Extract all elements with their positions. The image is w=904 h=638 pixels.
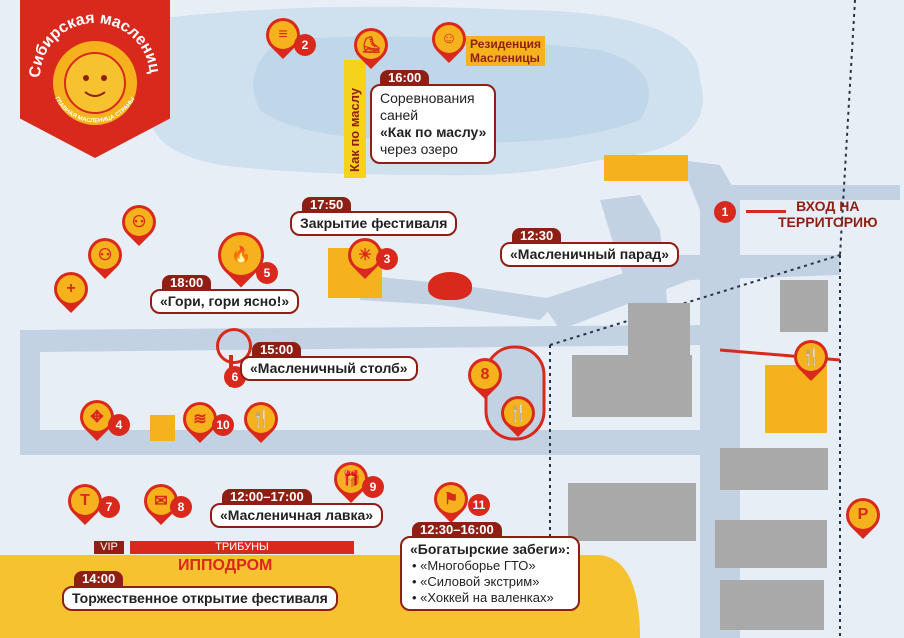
parade-time: 12:30	[512, 228, 562, 244]
lake-banner	[344, 60, 366, 178]
marker-number-7: 7	[98, 496, 120, 518]
races-item: «Хоккей на валенках»	[412, 590, 570, 606]
lake-banner-text: Как по маслу	[347, 87, 362, 172]
sled-race-line2: саней	[380, 107, 419, 123]
residence-line1: Резиденция	[470, 37, 542, 51]
marker-number-1[interactable]: 1	[714, 201, 736, 223]
logo-sun: Сибирская масленица ГЛАВНАЯ МАСЛЕНИЦА СТ…	[20, 8, 163, 125]
tribunes-stand: ТРИБУНЫ	[130, 541, 354, 554]
vip-stand: VIP	[94, 541, 124, 554]
residence-label: Резиденция Масленицы	[466, 36, 546, 66]
closing-label[interactable]: Закрытие фестиваля	[290, 211, 458, 236]
marker-6-pole-icon[interactable]	[216, 328, 252, 364]
residence-line2: Масленицы	[470, 51, 540, 65]
pole-time: 15:00	[252, 342, 302, 358]
marker-number-8: 8	[170, 496, 192, 518]
races-time: 12:30–16:00	[412, 522, 502, 538]
marker-number-5: 5	[256, 262, 278, 284]
marker-number-9: 9	[362, 476, 384, 498]
shop-label[interactable]: «Масленичная лавка»	[210, 503, 384, 528]
marker-number-10: 10	[212, 414, 234, 436]
entrance-label-line2: ТЕРРИТОРИЮ	[778, 214, 878, 230]
entrance-arrow-icon	[746, 210, 786, 213]
tribunes-bar: VIP ТРИБУНЫ	[0, 541, 354, 554]
sled-race-label[interactable]: Соревнования саней «Как по маслу» через …	[370, 84, 497, 164]
races-item: «Многоборье ГТО»	[412, 558, 570, 574]
bonfire-time: 18:00	[162, 275, 212, 291]
sled-race-line3: «Как по маслу»	[380, 124, 487, 140]
shop-time: 12:00–17:00	[222, 489, 312, 505]
closing-time: 17:50	[302, 197, 352, 213]
races-title: «Богатырские забеги»:	[410, 541, 571, 557]
marker-number-2: 2	[294, 34, 316, 56]
bonfire-label[interactable]: «Гори, гори ясно!»	[150, 289, 300, 314]
yellow-structures	[150, 155, 827, 441]
parade-label[interactable]: «Масленичный парад»	[500, 242, 680, 267]
entrance-label-line1: ВХОД НА	[796, 198, 860, 214]
pole-label[interactable]: «Масленичный столб»	[240, 356, 418, 381]
races-label[interactable]: «Богатырские забеги»: «Многоборье ГТО» «…	[400, 536, 581, 611]
marker-number-11: 11	[468, 494, 490, 516]
opening-label[interactable]: Торжественное открытие фестиваля	[62, 586, 338, 611]
railway	[549, 0, 856, 638]
races-item: «Силовой экстрим»	[412, 574, 570, 590]
marker-number-4: 4	[108, 414, 130, 436]
races-list: «Многоборье ГТО» «Силовой экстрим» «Хокк…	[410, 558, 570, 606]
whale-icon	[428, 272, 472, 300]
sled-race-line1: Соревнования	[380, 90, 475, 106]
hippodrome-label: ИППОДРОМ	[178, 557, 273, 574]
opening-time: 14:00	[74, 571, 124, 587]
sled-race-line4: через озеро	[380, 141, 458, 157]
marker-number-3: 3	[376, 248, 398, 270]
entrance-label: ВХОД НА ТЕРРИТОРИЮ	[778, 198, 878, 230]
sled-race-time: 16:00	[380, 70, 430, 86]
